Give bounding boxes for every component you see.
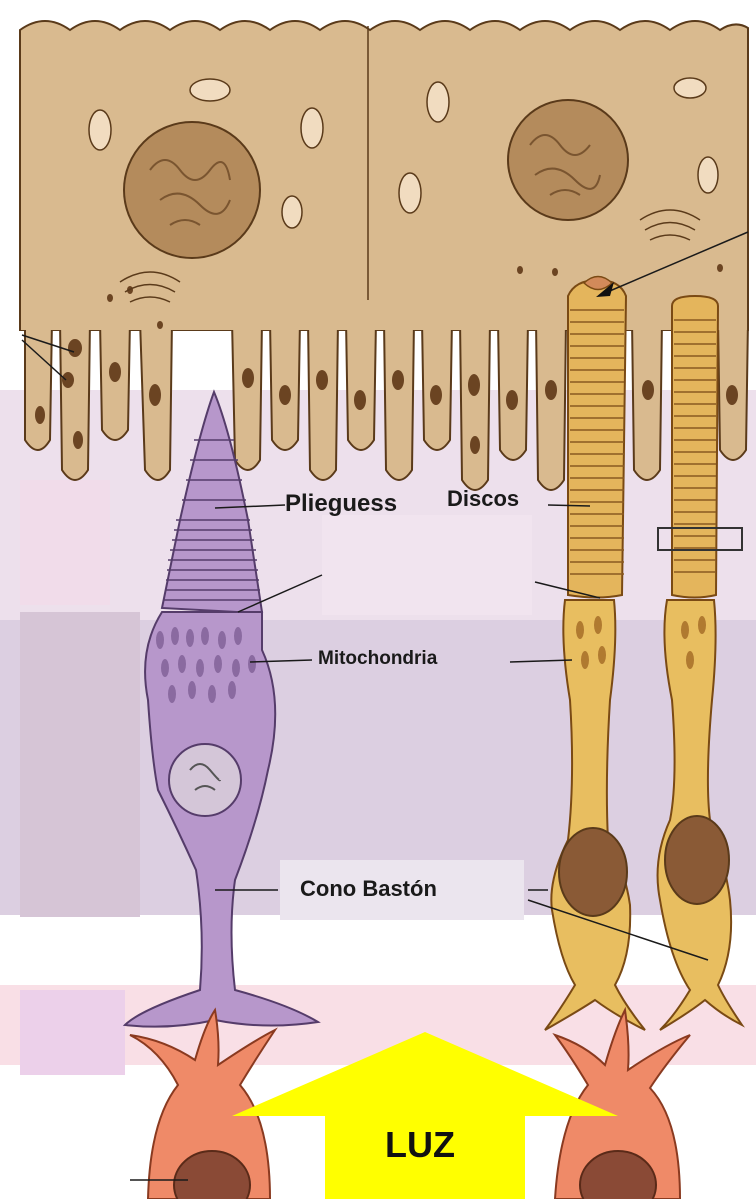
background-box-left-3 [20,990,125,1075]
label-cono-baston: Cono Bastón [300,876,437,902]
background-box-left-2 [20,612,140,917]
label-discos: Discos [447,486,519,512]
label-mitochondria: Mitochondria [318,648,437,670]
label-luz: LUZ [385,1124,455,1166]
label-pliegues: Plieguess [285,490,397,518]
background-band-white [0,915,756,985]
background-box-middle [322,515,532,615]
background-box-left-1 [20,480,110,605]
